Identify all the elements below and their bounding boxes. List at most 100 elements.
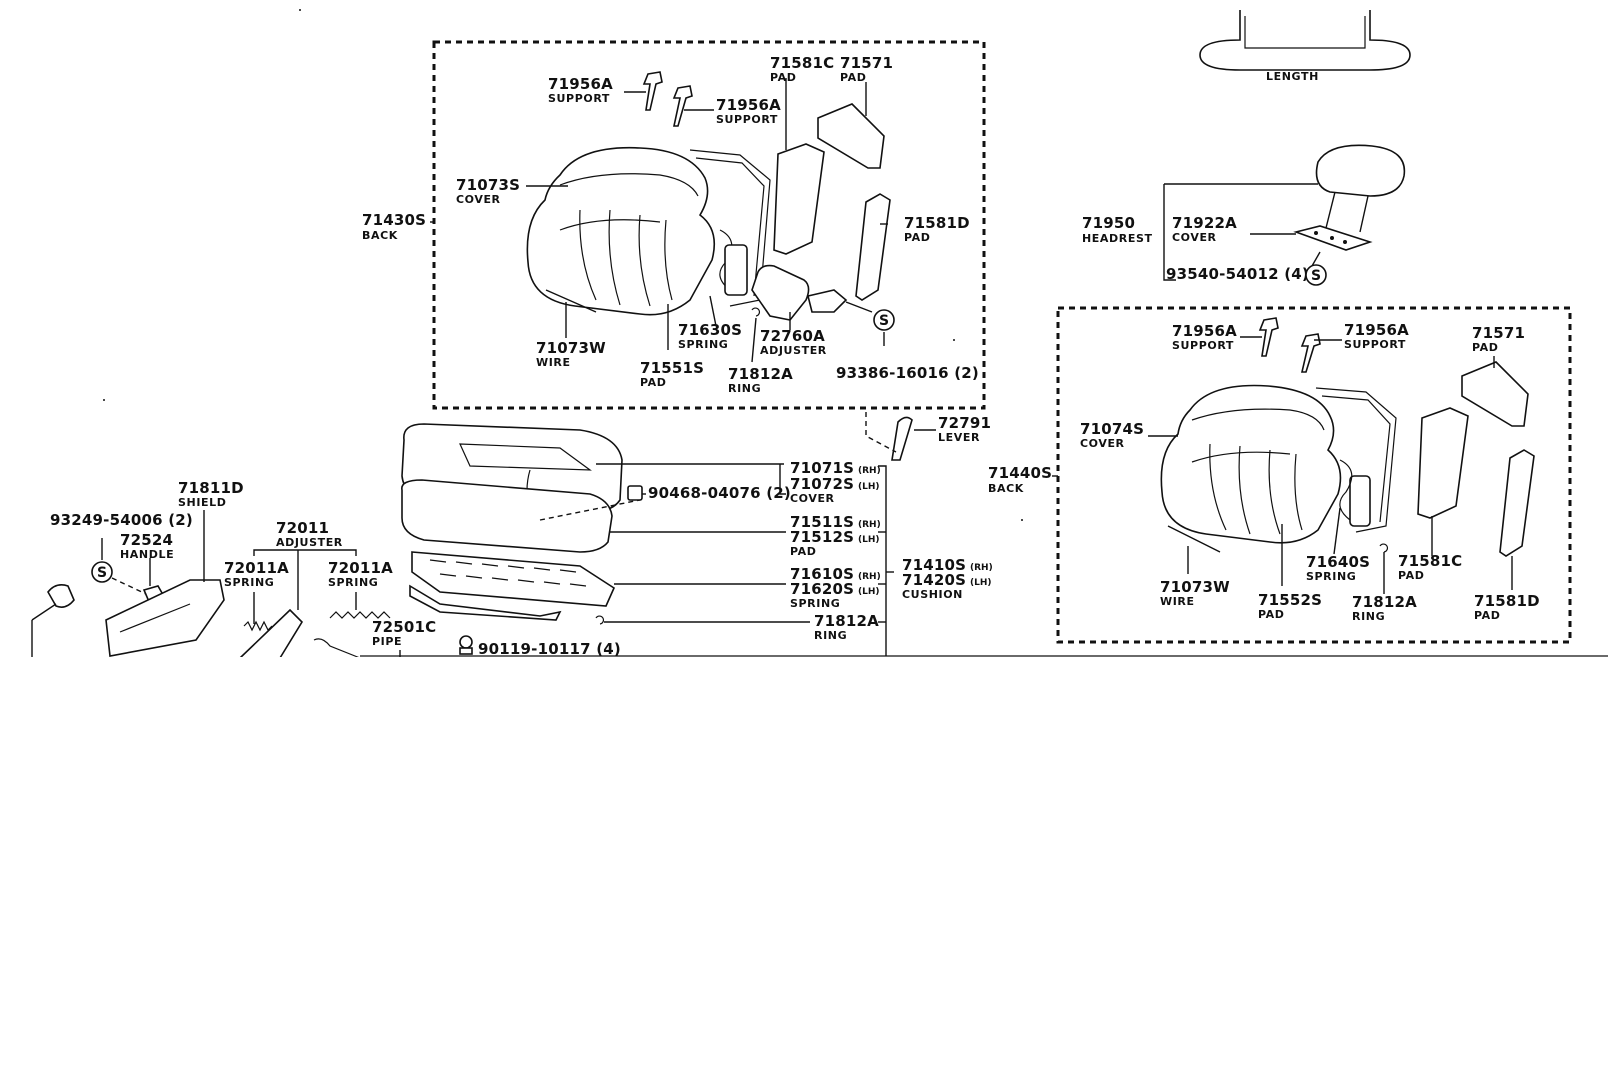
part-71640S-name: SPRING [1306, 570, 1356, 583]
part-72011A-a: 72011A [224, 559, 289, 577]
part-72760A: 72760A [760, 327, 825, 345]
adjuster-leaders [101, 510, 401, 658]
headrest-illustration [1293, 144, 1406, 251]
part-71812A-back: 71812A [728, 365, 793, 383]
s-symbol-label-back: S [879, 313, 889, 329]
part-71581D-rh-name: PAD [1474, 609, 1501, 622]
part-71511S-side: (RH) [858, 520, 881, 530]
part-71610S-side: (RH) [858, 572, 881, 582]
part-71074S-name: COVER [1080, 437, 1125, 450]
part-71073S: 71073S [456, 176, 520, 194]
back-rh-group-box [1056, 306, 1572, 644]
part-71512S-side: (LH) [858, 535, 880, 545]
part-71410S: 71410S [902, 556, 966, 574]
part-71620S-side: (LH) [858, 587, 880, 597]
back-rh-illustration [1160, 317, 1535, 557]
part-71073W-rh: 71073W [1160, 578, 1230, 596]
cushion-illustration [401, 416, 913, 655]
part-71430S: 71430S [362, 211, 426, 229]
part-71811D: 71811D [178, 479, 244, 497]
part-72011A-b: 72011A [328, 559, 393, 577]
part-71071S: 71071S [790, 459, 854, 477]
part-71956A-d: 71956A [1344, 321, 1409, 339]
part-71610S: 71610S [790, 565, 854, 583]
part-71073W-name: WIRE [536, 356, 571, 369]
part-71440S: 71440S [988, 464, 1052, 482]
back-lh-illustration [526, 71, 891, 321]
part-71552S-name: PAD [1258, 608, 1285, 621]
part-72524-name: HANDLE [120, 548, 174, 561]
part-71073W-rh-name: WIRE [1160, 595, 1195, 608]
part-71812A-rh: 71812A [1352, 593, 1417, 611]
part-71581C-name: PAD [770, 71, 797, 84]
part-71552S: 71552S [1258, 591, 1322, 609]
adjuster-illustration [31, 579, 391, 659]
part-71073W: 71073W [536, 339, 606, 357]
part-72501C: 72501C [372, 618, 436, 636]
part-71630S-name: SPRING [678, 338, 728, 351]
part-71922A-name: COVER [1172, 231, 1217, 244]
part-71630S: 71630S [678, 321, 742, 339]
part-72760A-name: ADJUSTER [760, 344, 827, 357]
part-71073S-name: COVER [456, 193, 501, 206]
part-72011A-b-name: SPRING [328, 576, 378, 589]
part-71420S-side: (LH) [970, 578, 992, 588]
part-71956A-a: 71956A [548, 75, 613, 93]
part-72011A-a-name: SPRING [224, 576, 274, 589]
part-71812A-cushion-name: RING [814, 629, 847, 642]
part-71956A-d-name: SUPPORT [1344, 338, 1406, 351]
part-90468: 90468-04076 (2) [648, 484, 791, 502]
part-71072S-side: (LH) [858, 482, 880, 492]
part-71072S: 71072S [790, 475, 854, 493]
part-71420S: 71420S [902, 571, 966, 589]
s-symbol-label: S [1311, 268, 1321, 284]
part-71571: 71571 [840, 54, 893, 72]
part-71430S-name: BACK [362, 229, 398, 242]
part-71812A-rh-name: RING [1352, 610, 1385, 623]
part-72011-name: ADJUSTER [276, 536, 343, 549]
s-symbol-icon-adjuster [91, 561, 113, 583]
part-71571-rh-name: PAD [1472, 341, 1499, 354]
part-93386: 93386-16016 (2) [836, 364, 979, 382]
part-72011: 72011 [276, 519, 329, 537]
part-71950: 71950 [1082, 214, 1135, 232]
part-71410S-side: (RH) [970, 563, 993, 573]
s-symbol-icon-back [873, 309, 895, 331]
part-71812A-back-name: RING [728, 382, 761, 395]
s-symbol-label-adjuster: S [97, 565, 107, 581]
part-71074S: 71074S [1080, 420, 1144, 438]
part-71512S: 71512S [790, 528, 854, 546]
part-71512S-name: PAD [790, 545, 817, 558]
part-90119: 90119-10117 (4) [478, 640, 621, 658]
back-lh-leaders [430, 78, 888, 363]
part-72791-name: LEVER [938, 431, 980, 444]
part-71071S-side: (RH) [858, 466, 881, 476]
length-label: LENGTH [1266, 70, 1319, 83]
part-71640S: 71640S [1306, 553, 1370, 571]
part-71581C: 71581C [770, 54, 834, 72]
part-72501C-name: PIPE [372, 635, 402, 648]
part-71956A-b: 71956A [716, 96, 781, 114]
cushion-leaders [539, 412, 936, 656]
part-71581C-rh-name: PAD [1398, 569, 1425, 582]
part-72791: 72791 [938, 414, 991, 432]
part-71420S-name: CUSHION [902, 588, 963, 601]
length-gauge: LENGTH [1199, 10, 1411, 83]
part-71581D-name: PAD [904, 231, 931, 244]
part-71072S-name: COVER [790, 492, 835, 505]
part-93540: 93540-54012 (4) [1166, 265, 1309, 283]
part-71812A-cushion: 71812A [814, 612, 879, 630]
part-71620S-name: SPRING [790, 597, 840, 610]
part-71571-name: PAD [840, 71, 867, 84]
back-rh-leaders [1052, 336, 1513, 594]
part-71571-rh: 71571 [1472, 324, 1525, 342]
part-71581D-rh: 71581D [1474, 592, 1540, 610]
part-71956A-c: 71956A [1172, 322, 1237, 340]
part-71581D: 71581D [904, 214, 970, 232]
part-71581C-rh: 71581C [1398, 552, 1462, 570]
part-71922A: 71922A [1172, 214, 1237, 232]
headrest-leaders [1163, 183, 1321, 281]
part-71956A-b-name: SUPPORT [716, 113, 778, 126]
part-71811D-name: SHIELD [178, 496, 226, 509]
